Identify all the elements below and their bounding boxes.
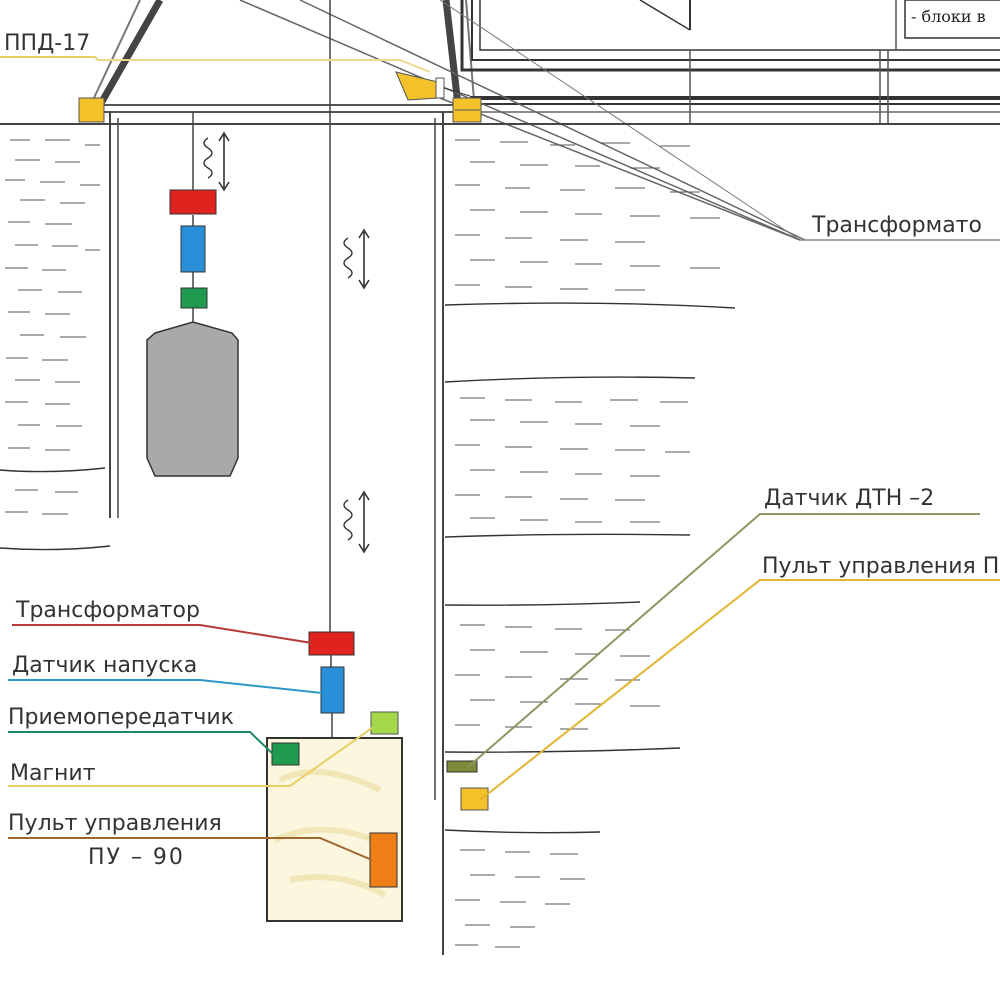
label-control-panel-model: ПУ – 90 xyxy=(88,845,185,870)
vibration-icon xyxy=(343,228,370,290)
tool-string-upper xyxy=(146,189,239,477)
weight-body xyxy=(146,321,239,477)
label-launch-sensor: Датчик напуска xyxy=(12,653,197,678)
launch-sensor-block xyxy=(320,666,345,714)
top-note-text: - блоки в xyxy=(911,7,986,26)
leader-lines xyxy=(0,56,1000,861)
control-panel-block xyxy=(369,832,398,888)
surface-speaker-icon xyxy=(395,71,471,101)
transformer-block-upper xyxy=(169,189,217,215)
tool-string-lower xyxy=(308,631,355,738)
transformer-block xyxy=(308,631,355,656)
right-strata xyxy=(444,139,736,948)
launch-sensor-block-upper xyxy=(180,225,206,273)
vibration-icon xyxy=(343,490,370,554)
transceiver-block xyxy=(271,742,300,766)
magnet-block xyxy=(370,711,399,735)
label-magnet: Магнит xyxy=(10,761,96,786)
borehole xyxy=(109,0,444,955)
dtn2-sensor-block xyxy=(446,760,478,773)
label-transformer-surface: Трансформато xyxy=(811,213,982,238)
label-sensor-dtn2: Датчик ДТН –2 xyxy=(764,486,934,511)
headframe: - блоки в xyxy=(92,0,1000,241)
label-control-panel: Пульт управления xyxy=(8,811,222,836)
left-strata xyxy=(0,139,111,551)
ppd17-unit-left xyxy=(78,97,105,123)
control-box xyxy=(266,711,403,922)
vibration-icon xyxy=(203,131,230,192)
label-transceiver: Приемопередатчик xyxy=(8,705,234,730)
label-ppd17: ППД-17 xyxy=(4,31,90,56)
label-control-panel-right: Пульт управления П xyxy=(762,554,999,579)
control-panel-right-block xyxy=(460,787,489,811)
transceiver-block-upper xyxy=(180,287,208,309)
label-transformer: Трансформатор xyxy=(15,598,200,623)
